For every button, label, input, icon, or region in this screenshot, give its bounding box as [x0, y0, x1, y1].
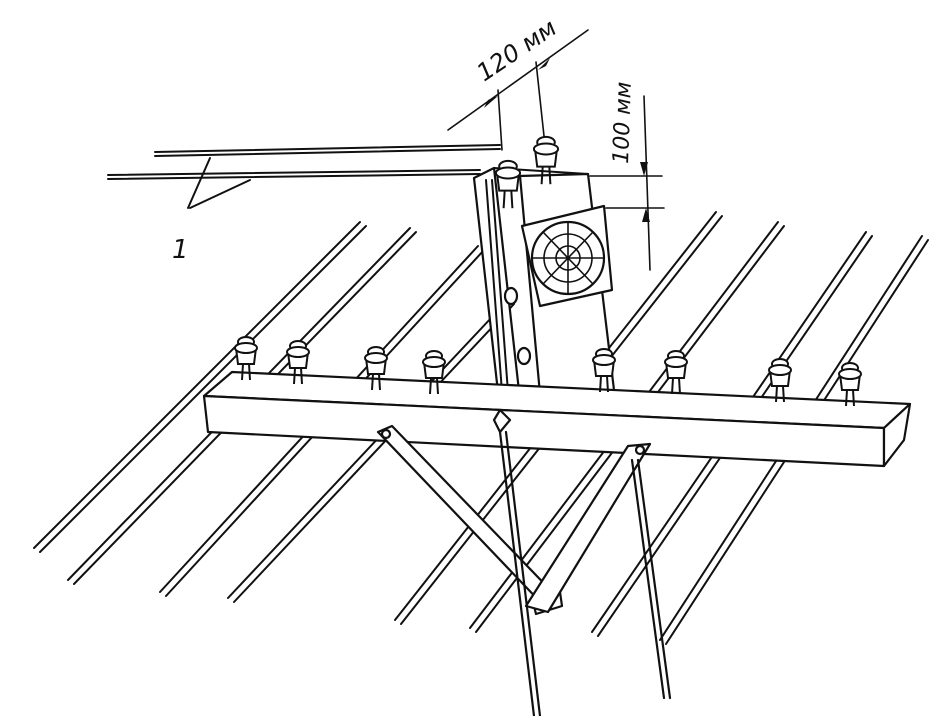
insulator: [494, 159, 522, 209]
pole-body: [498, 430, 672, 716]
insulator: [532, 135, 560, 185]
incoming-wires: [107, 144, 501, 209]
dim-100-label: 100 мм: [609, 81, 637, 164]
insulators: [234, 336, 862, 407]
insulator: [286, 340, 310, 385]
insulator: [838, 362, 862, 407]
callout-1-label: 1: [172, 235, 189, 265]
insulator: [364, 346, 388, 391]
insulator: [234, 336, 258, 381]
junction-box: [520, 204, 614, 308]
top-insulators: [494, 135, 560, 209]
insulator: [768, 358, 792, 403]
dimension-100: [589, 95, 665, 271]
dim-120-label: 120 мм: [472, 14, 562, 87]
insulator: [664, 350, 688, 395]
dimension-120: [447, 29, 589, 151]
insulator: [592, 348, 616, 393]
brace-straps: [376, 408, 652, 616]
insulator: [422, 350, 446, 395]
